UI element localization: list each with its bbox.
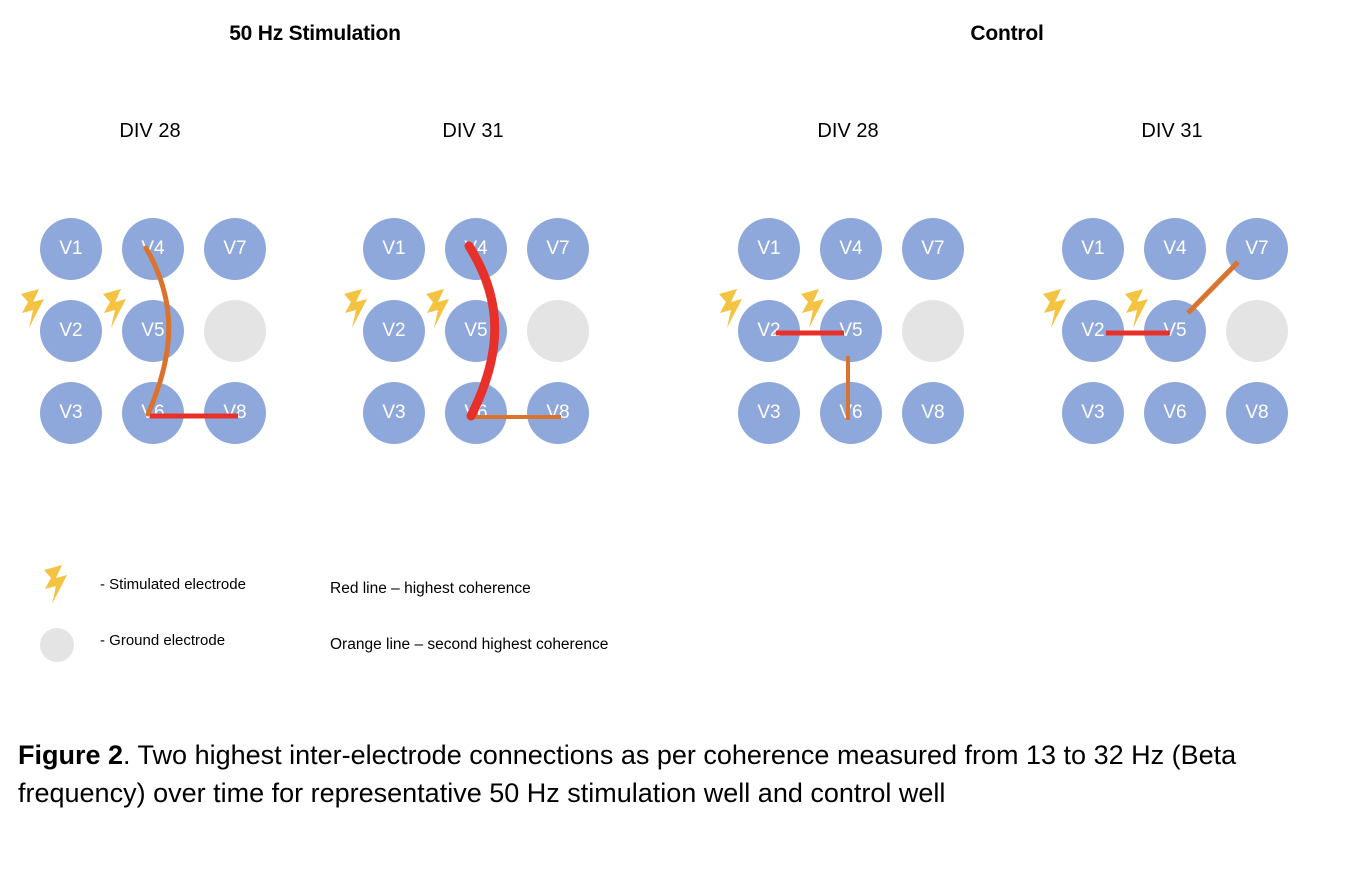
electrode-v4[interactable]: V4 <box>820 218 882 280</box>
electrode-v4[interactable]: V4 <box>445 218 507 280</box>
electrode-v2[interactable]: V2 <box>738 300 800 362</box>
electrode-grid-panel-2: DIV 28 V1 V4 V7 V2 V5 V3 V6 V8 <box>698 120 998 460</box>
legend-note-orange-line: Orange line – second highest coherence <box>330 636 609 653</box>
electrode-ground[interactable] <box>902 300 964 362</box>
panel-title-2: DIV 28 <box>817 120 879 142</box>
electrode-v4[interactable]: V4 <box>1144 218 1206 280</box>
electrode-v1[interactable]: V1 <box>738 218 800 280</box>
electrode-grid-panel-3: DIV 31 V1 V4 V7 V2 V5 V3 V6 V8 <box>1022 120 1322 460</box>
electrode-grid-area-1: V1 V4 V7 V2 V5 V3 V6 V8 <box>323 170 623 460</box>
panel-title-0: DIV 28 <box>119 120 181 142</box>
electrode-grid-panel-1: DIV 31 V1 V4 V7 V2 V5 V3 V6 V8 <box>323 120 623 460</box>
electrode-v6[interactable]: V6 <box>122 382 184 444</box>
panel-title-3: DIV 31 <box>1141 120 1203 142</box>
electrode-ground[interactable] <box>1226 300 1288 362</box>
electrode-v2[interactable]: V2 <box>363 300 425 362</box>
electrode-v7[interactable]: V7 <box>527 218 589 280</box>
electrode-v3[interactable]: V3 <box>1062 382 1124 444</box>
group-header-50hz-stimulation: 50 Hz Stimulation <box>229 22 401 45</box>
electrode-grid-area-2: V1 V4 V7 V2 V5 V3 V6 V8 <box>698 170 998 460</box>
figure-caption: Figure 2. Two highest inter-electrode co… <box>18 736 1338 813</box>
electrode-v8[interactable]: V8 <box>204 382 266 444</box>
electrode-ground[interactable] <box>527 300 589 362</box>
figure-caption-label: Figure 2 <box>18 740 124 770</box>
legend: - Stimulated electrode - Ground electrod… <box>0 556 760 686</box>
electrode-v5[interactable]: V5 <box>1144 300 1206 362</box>
electrode-v8[interactable]: V8 <box>902 382 964 444</box>
electrode-v8[interactable]: V8 <box>527 382 589 444</box>
electrode-v4[interactable]: V4 <box>122 218 184 280</box>
electrode-v2[interactable]: V2 <box>1062 300 1124 362</box>
electrode-grid-area-3: V1 V4 V7 V2 V5 V3 V6 V8 <box>1022 170 1322 460</box>
legend-note-red-line: Red line – highest coherence <box>330 580 531 597</box>
ground-electrode-circle-icon <box>40 628 74 662</box>
electrode-v3[interactable]: V3 <box>363 382 425 444</box>
electrode-v2[interactable]: V2 <box>40 300 102 362</box>
electrode-v5[interactable]: V5 <box>122 300 184 362</box>
electrode-v8[interactable]: V8 <box>1226 382 1288 444</box>
electrode-v6[interactable]: V6 <box>820 382 882 444</box>
electrode-v7[interactable]: V7 <box>902 218 964 280</box>
electrode-v7[interactable]: V7 <box>1226 218 1288 280</box>
electrode-v3[interactable]: V3 <box>738 382 800 444</box>
electrode-v1[interactable]: V1 <box>1062 218 1124 280</box>
electrode-grid-panel-0: DIV 28 V1 V4 V7 V2 V5 V3 V6 V8 <box>0 120 300 460</box>
electrode-v1[interactable]: V1 <box>40 218 102 280</box>
electrode-grid-area-0: V1 V4 V7 V2 V5 V3 V6 V8 <box>0 170 300 460</box>
group-header-control: Control <box>970 22 1044 45</box>
electrode-v5[interactable]: V5 <box>820 300 882 362</box>
electrode-v1[interactable]: V1 <box>363 218 425 280</box>
panel-title-1: DIV 31 <box>442 120 504 142</box>
electrode-v5[interactable]: V5 <box>445 300 507 362</box>
electrode-ground[interactable] <box>204 300 266 362</box>
legend-label-stimulated-electrode: - Stimulated electrode <box>100 576 246 593</box>
legend-label-ground-electrode: - Ground electrode <box>100 632 226 649</box>
figure-caption-text: . Two highest inter-electrode connection… <box>18 740 1237 809</box>
electrode-v3[interactable]: V3 <box>40 382 102 444</box>
lightning-bolt-icon <box>44 565 67 604</box>
electrode-v7[interactable]: V7 <box>204 218 266 280</box>
electrode-v6[interactable]: V6 <box>1144 382 1206 444</box>
electrode-v6[interactable]: V6 <box>445 382 507 444</box>
